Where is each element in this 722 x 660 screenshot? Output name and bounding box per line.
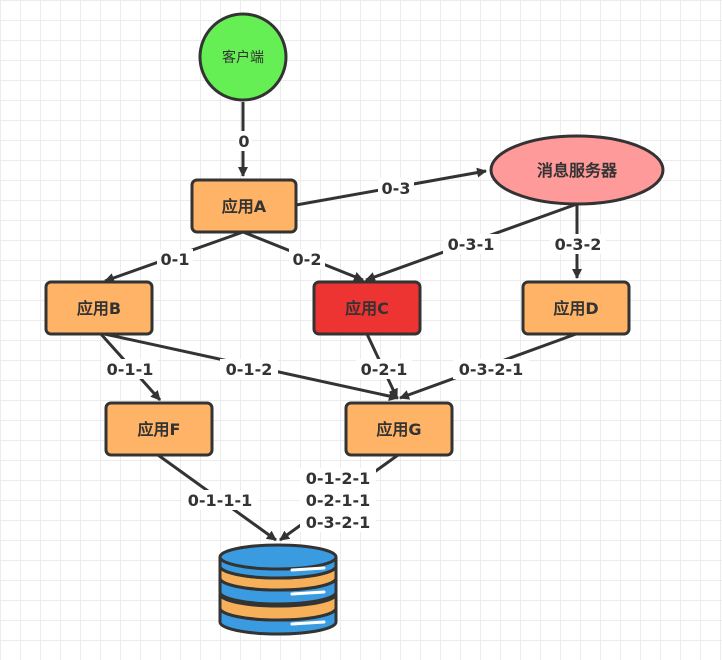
node-message-server: 消息服务器 (489, 134, 665, 206)
edge-labels: 0 0-3 0-1 0-2 0-3-1 0-3-2 0-1-1 0-1-2 0-… (102, 131, 606, 532)
app-b-label: 应用B (77, 299, 121, 318)
edge-label-0-2: 0-2 (293, 250, 322, 269)
edge-label-0-1-2-1: 0-1-2-1 (306, 469, 370, 488)
edge-label-0-1-2: 0-1-2 (226, 360, 273, 379)
node-app-d: 应用D (521, 280, 631, 336)
edge-label-0-1: 0-1 (161, 250, 190, 269)
edge-label-0: 0 (238, 132, 249, 151)
edge-label-0-1-1-1: 0-1-1-1 (188, 491, 252, 510)
edge-label-0-3-2-1: 0-3-2-1 (459, 360, 523, 379)
node-app-b: 应用B (44, 280, 154, 336)
client-label: 客户端 (222, 49, 264, 66)
edge-label-0-2-1: 0-2-1 (361, 360, 408, 379)
edge-label-0-3-1: 0-3-1 (448, 235, 495, 254)
edge-label-0-3: 0-3 (382, 179, 411, 198)
app-a-label: 应用A (222, 197, 267, 216)
edge-label-0-3-2-1-db: 0-3-2-1 (306, 513, 370, 532)
database-icon (218, 543, 338, 636)
edge-label-0-3-2: 0-3-2 (555, 235, 602, 254)
app-d-label: 应用D (553, 299, 598, 318)
app-c-label: 应用C (345, 299, 389, 318)
node-client: 客户端 (198, 12, 288, 102)
message-server-label: 消息服务器 (537, 161, 618, 180)
edge-label-0-1-1: 0-1-1 (107, 360, 154, 379)
edge-label-0-2-1-1: 0-2-1-1 (306, 491, 370, 510)
node-app-a: 应用A (190, 178, 298, 234)
app-f-label: 应用F (138, 420, 181, 439)
node-app-g: 应用G (344, 401, 454, 457)
app-g-label: 应用G (376, 420, 421, 439)
node-app-f: 应用F (104, 401, 214, 457)
node-app-c: 应用C (312, 280, 422, 336)
